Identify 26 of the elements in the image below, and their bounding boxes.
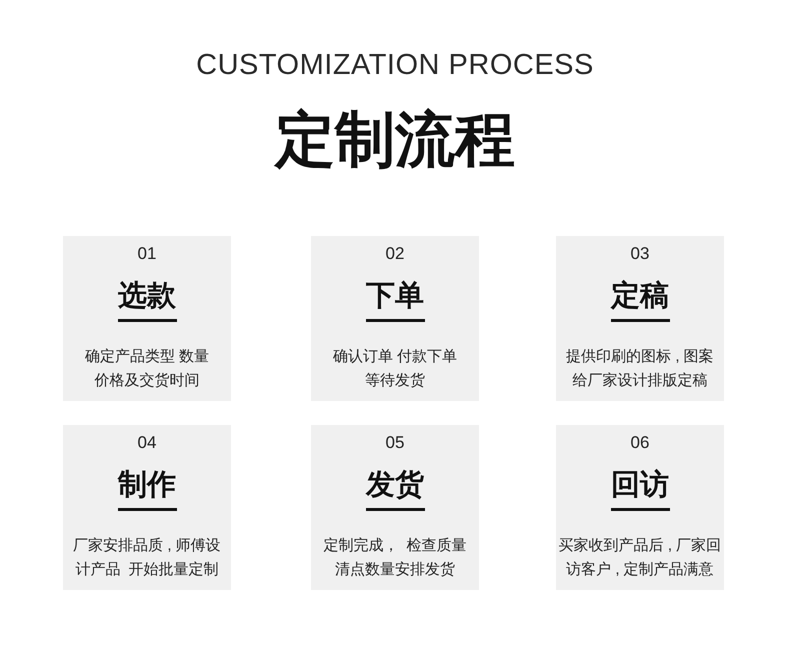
step-number: 02	[386, 244, 404, 264]
step-description: 定制完成， 检查质量清点数量安排发货	[322, 536, 468, 580]
step-card	[556, 236, 724, 401]
english-heading: CUSTOMIZATION PROCESS	[196, 48, 594, 83]
step-title: 发货	[366, 468, 424, 503]
step-number: 01	[138, 244, 156, 264]
step-title: 选款	[118, 279, 176, 314]
step-number: 05	[386, 433, 404, 453]
step-card	[311, 425, 479, 590]
step-title: 定稿	[611, 278, 669, 314]
step-card	[556, 425, 724, 590]
step-description: 确认订单 付款下单等待发货	[332, 347, 458, 391]
step-title: 制作	[118, 468, 176, 503]
step-number: 06	[630, 433, 650, 453]
step-number: 03	[630, 244, 650, 264]
page-title: 定制流程	[275, 105, 515, 175]
step-description: 提供印刷的图标 , 图案给厂家设计排版定稿	[565, 347, 715, 391]
step-number: 04	[138, 433, 156, 453]
step-description: 厂家安排品质 , 师傅设计产品 开始批量定制	[72, 536, 222, 580]
step-title: 下单	[366, 279, 424, 314]
step-card	[63, 425, 231, 590]
step-card	[63, 236, 231, 401]
step-description: 确定产品类型 数量价格及交货时间	[84, 347, 210, 391]
step-card	[311, 236, 479, 401]
step-description: 买家收到产品后 , 厂家回访客户 , 定制产品满意	[558, 536, 722, 580]
step-title: 回访	[611, 468, 669, 503]
